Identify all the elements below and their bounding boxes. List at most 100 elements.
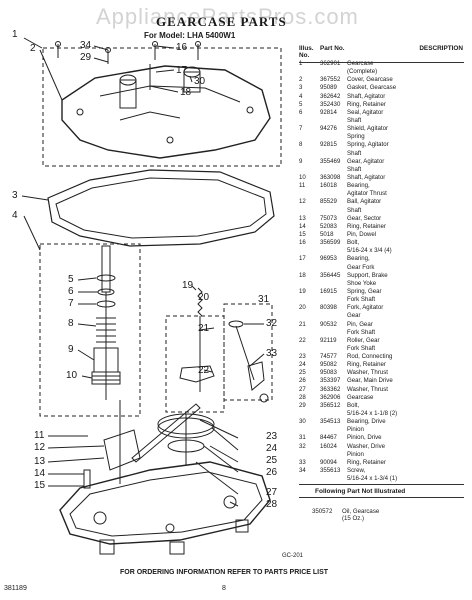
row-part-no: 356599	[320, 239, 341, 247]
row-description: Gasket, Gearcase	[347, 84, 397, 92]
row-illus-no	[299, 69, 320, 75]
callout-33: 33	[266, 348, 278, 359]
row-description: Spring, Agitator	[347, 141, 389, 149]
row-illus-no: 34	[299, 467, 306, 475]
note-rule	[299, 497, 464, 498]
row-part-no	[320, 411, 347, 417]
agitator-shaft-dashed-box	[39, 243, 141, 417]
row-description: Shaft	[347, 206, 362, 214]
row-description: 5/16-24 x 1-1/8 (2)	[347, 410, 398, 418]
gearcase-cover-drawing	[61, 65, 271, 159]
gasket-drawing	[47, 169, 275, 247]
row-illus-no: 5	[299, 100, 303, 108]
row-description: Ring, Retainer	[347, 361, 386, 369]
row-part-no: 92815	[320, 141, 337, 149]
row-description: Ring, Retainer	[347, 458, 386, 466]
row-illus-no: 25	[299, 369, 306, 377]
row-part-no: 92814	[320, 108, 337, 116]
row-part-no	[320, 297, 347, 303]
row-description: Gear, Sector	[347, 214, 382, 222]
row-illus-no: 20	[299, 304, 306, 312]
row-description: Support, Brake	[347, 271, 388, 279]
table-row: Pinion	[299, 427, 469, 434]
row-part-no: 16024	[320, 442, 337, 450]
callout-28: 28	[266, 499, 278, 510]
row-illus-no: 23	[299, 353, 306, 361]
row-illus-no	[299, 476, 320, 482]
row-illus-no	[299, 191, 320, 197]
row-description: Fork Shaft	[347, 296, 376, 304]
row-description: Pin, Dowel	[347, 230, 377, 238]
row-description: Washer, Thrust	[347, 369, 388, 377]
table-row: 5/16-24 x 1-1/8 (2)	[299, 410, 469, 418]
row-illus-no: 24	[299, 361, 306, 369]
table-row: Spring	[299, 133, 469, 140]
row-illus-no: 1	[299, 60, 303, 67]
row-illus-no: 29	[299, 401, 306, 409]
row-description: Bearing,	[347, 255, 370, 263]
table-row: Fork Shaft	[299, 296, 469, 304]
row-description: Spring, Gear	[347, 287, 382, 295]
row-part-no	[320, 208, 347, 214]
table-row: Pinion	[299, 451, 469, 458]
row-illus-no	[299, 265, 320, 271]
row-illus-no: 16	[299, 239, 306, 247]
row-part-no	[320, 330, 347, 336]
row-illus-no: 21	[299, 320, 306, 328]
row-illus-no: 15	[299, 230, 306, 238]
row-illus-no	[299, 134, 320, 140]
row-part-no: 90532	[320, 320, 337, 328]
callout-9: 9	[68, 344, 74, 355]
row-description: Washer, Drive	[347, 442, 386, 450]
callout-29: 29	[80, 52, 92, 63]
table-row: 8 92815 Spring, Agitator	[299, 141, 469, 149]
callout-20: 20	[198, 292, 210, 303]
table-row: Shoe Yoke	[299, 280, 469, 287]
row-description: Pin, Gear	[347, 320, 373, 328]
row-part-no	[320, 313, 347, 319]
callout-1: 1	[12, 29, 18, 40]
callout-23: 23	[266, 431, 278, 442]
row-illus-no: 30	[299, 418, 306, 426]
row-illus-no: 17	[299, 255, 306, 263]
row-part-no: 5018	[320, 230, 334, 238]
cover-assembly-dashed-box	[42, 47, 282, 167]
callout-30: 30	[194, 76, 206, 87]
row-description: Bearing,	[347, 182, 370, 190]
row-description: Gear, Agitator	[347, 157, 385, 165]
row-description: (Complete)	[347, 68, 378, 76]
table-row: Agitator Thrust	[299, 190, 469, 198]
row-part-no: 94276	[320, 125, 337, 133]
table-row: (Complete)	[299, 68, 469, 76]
row-description: Cover, Gearcase	[347, 76, 393, 84]
row-part-no	[320, 346, 347, 352]
row-description: Fork Shaft	[347, 328, 376, 336]
row-illus-no	[299, 411, 320, 417]
row-illus-no: 3	[299, 84, 303, 92]
callout-18: 18	[180, 87, 192, 98]
figure-code: GC-201	[282, 553, 304, 559]
callout-32: 32	[266, 318, 278, 329]
row-description: Ring, Retainer	[347, 100, 386, 108]
row-description: 5/16-24 x 1-3/4 (1)	[347, 475, 398, 483]
row-part-no	[320, 151, 347, 157]
table-row: Shaft	[299, 206, 469, 214]
table-row: 5/16-24 x 3/4 (4)	[299, 247, 469, 254]
row-description: Agitator Thrust	[347, 190, 387, 198]
row-illus-no: 8	[299, 141, 303, 149]
row-illus-no: 9	[299, 157, 303, 165]
row-part-no: 90094	[320, 458, 337, 466]
